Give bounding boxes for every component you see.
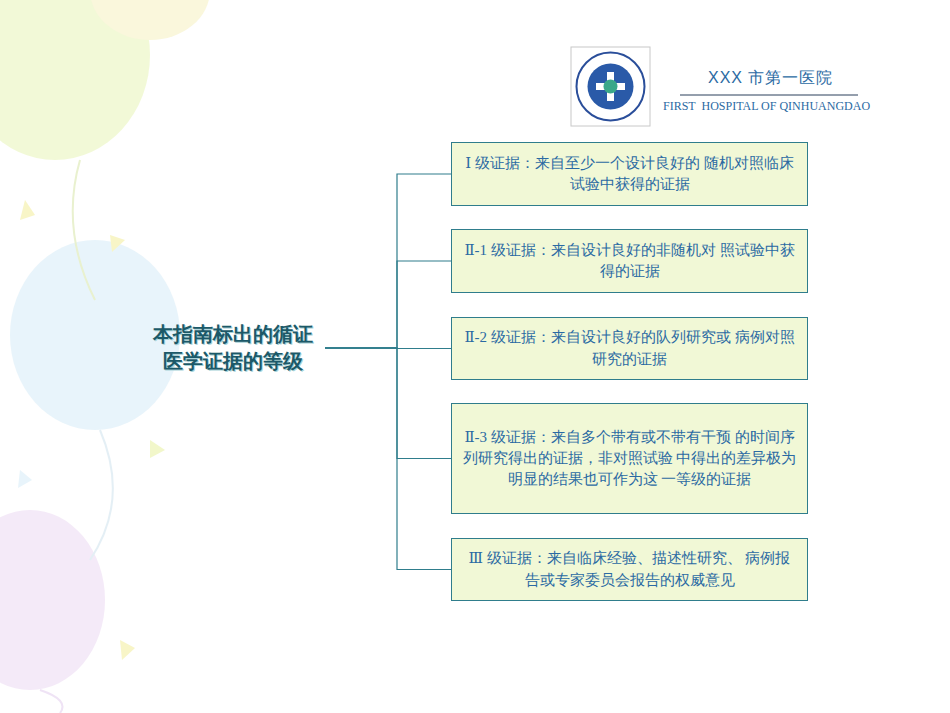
- balloon: [90, 0, 210, 40]
- logo-cross: [596, 72, 625, 101]
- evidence-box: Ⅱ-2 级证据：来自设计良好的队列研究或 病例对照研究的证据: [451, 317, 808, 380]
- header-rule: [680, 95, 858, 96]
- tree-connector: [325, 348, 451, 459]
- star: [120, 640, 135, 660]
- star: [110, 235, 125, 252]
- hospital-logo: [571, 47, 650, 126]
- balloon: [0, 510, 105, 690]
- evidence-text: Ⅲ 级证据：来自临床经验、描述性研究、 病例报告或专家委员会报告的权威意见: [462, 548, 797, 591]
- balloon-string: [73, 160, 95, 300]
- evidence-text: Ⅱ-1 级证据：来自设计良好的非随机对 照试验中获得的证据: [462, 240, 797, 283]
- balloon-string: [40, 690, 63, 713]
- star: [18, 470, 32, 488]
- logo-frame: [571, 47, 650, 126]
- tree-connector: [325, 348, 451, 570]
- star: [20, 200, 35, 220]
- evidence-text: Ⅱ-2 级证据：来自设计良好的队列研究或 病例对照研究的证据: [462, 327, 797, 370]
- logo-core: [588, 64, 634, 110]
- evidence-box: Ⅱ-1 级证据：来自设计良好的非随机对 照试验中获得的证据: [451, 229, 808, 293]
- evidence-box: Ⅰ 级证据：来自至少一个设计良好的 随机对照临床试验中获得的证据: [451, 142, 808, 206]
- hospital-name-en: FIRST HOSPITAL OF QINHUANGDAO: [663, 99, 870, 114]
- tree-connector: [325, 174, 451, 348]
- tree-connector: [325, 261, 451, 348]
- logo-ring: [577, 53, 645, 121]
- star: [150, 440, 165, 458]
- evidence-text: Ⅱ-3 级证据：来自多个带有或不带有干预 的时间序列研究得出的证据，非对照试验 …: [462, 427, 797, 491]
- logo-center: [604, 80, 618, 94]
- root-heading: 本指南标出的循证医学证据的等级: [140, 321, 325, 375]
- heading-text: 本指南标出的循证医学证据的等级: [150, 321, 315, 375]
- hospital-name: XXX 市第一医院: [708, 68, 833, 89]
- evidence-box: Ⅱ-3 级证据：来自多个带有或不带有干预 的时间序列研究得出的证据，非对照试验 …: [451, 403, 808, 514]
- balloon-string: [90, 430, 113, 560]
- evidence-text: Ⅰ 级证据：来自至少一个设计良好的 随机对照临床试验中获得的证据: [462, 153, 797, 196]
- evidence-box: Ⅲ 级证据：来自临床经验、描述性研究、 病例报告或专家委员会报告的权威意见: [451, 538, 808, 601]
